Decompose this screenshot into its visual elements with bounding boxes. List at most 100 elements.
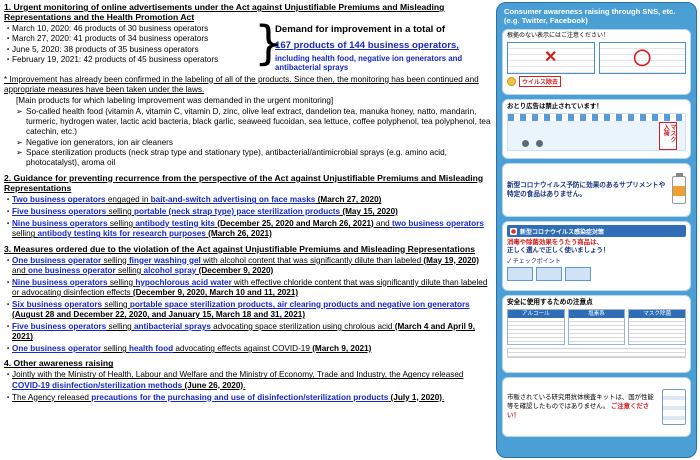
text-segment: finger washing gel bbox=[128, 255, 201, 265]
main-products-item: ➢Space sterilization products (neck stra… bbox=[16, 148, 493, 169]
sns-panel: Consumer awareness raising through SNS, … bbox=[496, 2, 697, 458]
section-4-heading: 4. Other awareness raising bbox=[4, 358, 114, 369]
text-segment: advocating space sterilization using chr… bbox=[210, 321, 395, 331]
cat-mascot-icon bbox=[507, 77, 516, 87]
main-products-item: ➢Negative ion generators, ion air cleane… bbox=[16, 138, 493, 148]
arrow-icon: ➢ bbox=[16, 137, 23, 147]
storefront-illustration: マスク入荷 bbox=[507, 112, 686, 151]
measure-text: Six business operators selling portable … bbox=[12, 300, 493, 321]
test-kit-warning: 市販されている研究用抗体検査キットは、国が性能等を確認したものではありません。 … bbox=[507, 394, 658, 421]
demand-line-2: 167 products of 144 business operators, bbox=[275, 40, 459, 52]
guidance-text: Nine business operators selling antibody… bbox=[12, 219, 493, 240]
text-segment: Nine business operators bbox=[12, 277, 108, 287]
text-segment: selling bbox=[106, 321, 134, 331]
safe-use-column-body bbox=[508, 318, 564, 345]
bullet-icon: ・ bbox=[4, 344, 13, 354]
sns-card-comic: 根拠のない表示にはご注意ください！ ✕ ◯ ウイルス除去 bbox=[502, 29, 691, 96]
text-segment: antibody testing kits for research purpo… bbox=[37, 229, 206, 239]
text-segment: selling bbox=[101, 344, 129, 354]
text-segment: antibody testing kits bbox=[135, 218, 215, 228]
main-products-text: Space sterilization products (neck strap… bbox=[26, 148, 447, 168]
bullet-icon: ・ bbox=[4, 218, 13, 228]
measure-item: ・Five business operators selling antibac… bbox=[4, 322, 493, 343]
guidance-item: ・Five business operators selling portabl… bbox=[4, 207, 493, 217]
safe-use-column-header: 塩素系 bbox=[568, 310, 625, 319]
main-products-title: [Main products for which labeling improv… bbox=[16, 96, 334, 106]
awareness-text: Jointly with the Ministry of Health, Lab… bbox=[12, 370, 493, 391]
bait-ad-title: おとり広告は禁止されています！ bbox=[507, 103, 603, 111]
safe-use-column-body bbox=[568, 318, 625, 345]
bullet-icon: ・ bbox=[4, 54, 13, 64]
text-segment: selling bbox=[107, 277, 136, 287]
text-segment: . bbox=[441, 392, 445, 402]
text-segment: (June 26, 2020) bbox=[184, 380, 244, 390]
section-4: 4. Other awareness raising ・Jointly with… bbox=[4, 358, 493, 402]
sns-card-bait-ad: おとり広告は禁止されています！ マスク入荷 bbox=[502, 99, 691, 160]
text-segment: (August 28 and December 22, 2020, and Ja… bbox=[12, 310, 306, 320]
safe-use-column-header: アルコール bbox=[508, 310, 564, 319]
text-segment: Five business operators bbox=[12, 207, 107, 217]
monitoring-date-item: ・March 10, 2020: 46 products of 30 busin… bbox=[4, 24, 254, 34]
thumbnail-image bbox=[565, 267, 591, 282]
sns-card-supplements: 新型コロナウイルス予防に効果のあるサプリメントや特定の食品はありません。 bbox=[502, 163, 691, 218]
comic-footer: ウイルス除去 bbox=[507, 76, 686, 88]
measures-list: ・One business operator selling finger wa… bbox=[4, 256, 493, 355]
measure-text: Nine business operators selling hypochlo… bbox=[12, 278, 493, 299]
bullet-icon: ・ bbox=[4, 23, 13, 33]
text-segment: Six business operators bbox=[12, 299, 103, 309]
guidance-item: ・Nine business operators selling antibod… bbox=[4, 219, 493, 240]
person-icon bbox=[536, 139, 543, 147]
improvement-note: * Improvement has already been confirmed… bbox=[4, 74, 479, 95]
comic-panel-right: ◯ bbox=[598, 42, 686, 75]
guidance-text: Two business operators engaged in bait-a… bbox=[12, 195, 381, 205]
text-segment: hypochlorous acid water bbox=[135, 277, 232, 287]
text-segment: (March 9, 2021) bbox=[312, 344, 372, 354]
person-icon bbox=[522, 139, 529, 147]
main-products-block: [Main products for which labeling improv… bbox=[16, 96, 493, 168]
thumbnail-image bbox=[536, 267, 562, 282]
comic-panels: ✕ ◯ bbox=[507, 42, 686, 75]
main-products-list: ➢So-called health food (vitamin A, vitam… bbox=[16, 107, 493, 169]
sns-panel-title: Consumer awareness raising through SNS, … bbox=[504, 7, 676, 26]
text-segment: One business operator bbox=[12, 344, 102, 354]
bullet-icon: ・ bbox=[4, 392, 13, 402]
safe-use-footnote bbox=[507, 348, 686, 359]
demand-line-1: Demand for improvement in a total of bbox=[275, 23, 446, 35]
text-segment: health food bbox=[128, 344, 174, 354]
text-segment: The Agency released bbox=[12, 392, 92, 402]
disinfectant-advice-line: 正しく選んで正しく使いましょう！ bbox=[507, 247, 610, 255]
checkpoint-thumbnails bbox=[507, 267, 686, 282]
bullet-icon: ・ bbox=[4, 370, 13, 380]
text-segment: (March 26, 2021) bbox=[208, 229, 272, 239]
bullet-icon: ・ bbox=[4, 34, 13, 44]
monitoring-date-item: ・February 19, 2021: 42 products of 45 bu… bbox=[4, 55, 254, 65]
demand-callout: Demand for improvement in a total of 167… bbox=[272, 24, 493, 73]
cross-mark-icon: ✕ bbox=[544, 49, 558, 67]
text-segment: Two business operators bbox=[12, 195, 106, 205]
safe-use-title: 安全に使用するための注意点 bbox=[507, 299, 593, 307]
text-segment: (December 9, 2020, March 10 and 11, 2021… bbox=[132, 287, 299, 297]
virus-removal-claim-label: ウイルス除去 bbox=[519, 76, 562, 88]
safe-use-columns: アルコール 塩素系 マスク除菌 bbox=[507, 309, 687, 346]
text-segment: (July 1, 2020) bbox=[390, 392, 442, 402]
supplement-bottle-icon bbox=[672, 173, 686, 205]
text-segment: with effective chloride content that was… bbox=[12, 277, 488, 297]
circle-mark-icon: ◯ bbox=[633, 49, 652, 67]
measure-text: Five business operators selling antibact… bbox=[12, 322, 493, 343]
guidance-text: Five business operators selling portable… bbox=[12, 207, 398, 217]
section-3-heading: 3. Measures ordered due to the violation… bbox=[4, 243, 475, 254]
sns-card-disinfectant: 新型コロナウイルス感染症対策 消毒や除菌効果をうたう商品は、 正しく選んで正しく… bbox=[502, 221, 691, 292]
safe-use-column: マスク除菌 bbox=[628, 309, 687, 346]
text-segment: . bbox=[243, 380, 246, 390]
disinfectant-warning-line: 消毒や除菌効果をうたう商品は、 bbox=[507, 239, 603, 247]
text-segment: bait-and-switch advertising on face mask… bbox=[150, 195, 316, 205]
monitoring-date-text: March 27, 2020: 41 products of 34 busine… bbox=[12, 34, 209, 44]
measure-item: ・One business operator selling finger wa… bbox=[4, 256, 493, 277]
monitoring-date-text: March 10, 2020: 46 products of 30 busine… bbox=[12, 23, 209, 33]
monitoring-date-item: ・June 5, 2020: 38 products of 35 busines… bbox=[4, 45, 254, 55]
checkpoint-label: ✓ チェックポイント bbox=[507, 259, 561, 266]
measure-item: ・One business operator selling health fo… bbox=[4, 344, 493, 354]
main-products-text: Negative ion generators, ion air cleaner… bbox=[26, 137, 174, 147]
text-segment: Jointly with the Ministry of Health, Lab… bbox=[12, 370, 464, 380]
text-segment: selling bbox=[106, 207, 134, 217]
